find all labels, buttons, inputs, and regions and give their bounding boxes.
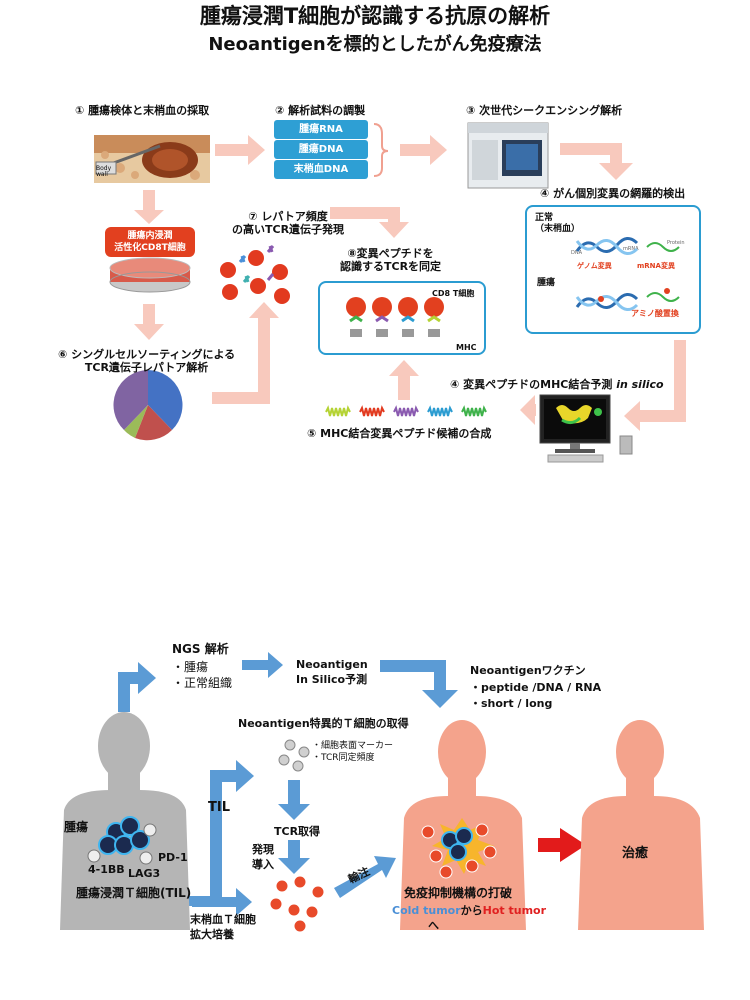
tumor-label-bottom: 腫瘍: [64, 820, 89, 834]
blue-flow-arrows: [118, 652, 458, 916]
step5-label: ⑤ MHC結合変異ペプチド候補の合成: [307, 427, 492, 440]
ngs-item-tumor: ・腫瘍: [172, 660, 209, 674]
tcr-get-label: TCR取得: [274, 825, 321, 838]
tcr-cells-image: [220, 245, 290, 304]
tumor-cluster-hot: [421, 818, 497, 879]
pd1-label: PD-1: [158, 851, 188, 864]
mrna-mutation-label: mRNA変異: [637, 262, 675, 270]
tcr-repertoire-pie: [113, 370, 183, 441]
computer-image: [539, 394, 633, 463]
dna-helix-graphics: [575, 237, 680, 311]
step8-label: ⑧変異ペプチドを認識するTCRを同定: [340, 247, 442, 273]
bottom-title: Neoantigenを標的としたがん免疫療法: [208, 34, 542, 55]
patient-body-cured: [578, 720, 704, 930]
mrna-small-label: mRNA: [623, 246, 639, 252]
step4b-label: ④ 変異ペプチドのMHC結合予測 in silico: [450, 378, 664, 391]
red-tcells: [269, 875, 325, 933]
expression-label: 発現導入: [252, 843, 274, 871]
til-label: TIL: [208, 800, 230, 815]
acquisition-item-1: ・細胞表面マーカー: [312, 741, 394, 751]
tcr-mhc-box: CD8 T細胞 MHC: [318, 281, 486, 355]
step7-label: ⑦ レパトア頻度の高いTCR遺伝子発現: [232, 210, 345, 236]
cd8-tcell-label: CD8 T細胞: [432, 289, 475, 298]
acquisition-title: Neoantigen特異的Ｔ細胞の取得: [238, 717, 409, 730]
b41bb-label: 4-1BB: [88, 863, 125, 876]
tumor-label: 腫瘍: [537, 278, 556, 288]
cold-hot-label: Cold tumorからHot tumor: [392, 904, 547, 917]
peptide-row: [325, 405, 487, 417]
til-full-label: 腫瘍浸潤Ｔ細胞(TIL): [76, 886, 192, 900]
acquisition-item-2: ・TCR同定頻度: [312, 753, 375, 763]
sample-tumor-rna: 腫瘍RNA: [274, 120, 368, 139]
sample-tumor-dna: 腫瘍DNA: [274, 140, 368, 159]
vaccine-title: Neoantigenワクチン: [470, 664, 586, 677]
cure-label: 治癒: [622, 846, 649, 861]
step4a-label: ④ がん個別変異の網羅的検出: [540, 187, 686, 200]
tcr-mhc-graphics: [346, 297, 444, 337]
protein-small-label: Protein: [667, 240, 685, 246]
ngs-item-normal: ・正常組織: [172, 676, 233, 690]
step2-label: ② 解析試料の調製: [275, 104, 366, 117]
ngs-title: NGS 解析: [172, 642, 229, 656]
cd8-infiltrating-box: 腫瘍内浸潤活性化CD8T細胞: [105, 227, 195, 257]
petri-dish-image: [109, 257, 191, 293]
top-title: 腫瘍浸潤T細胞が認識する抗原の解析: [199, 4, 551, 28]
biopsy-image: [94, 135, 210, 183]
genome-mutation-label: ゲノム変異: [577, 262, 612, 270]
step3-label: ③ 次世代シークエンシング解析: [466, 104, 623, 117]
amino-substitution-label: アミノ酸置換: [631, 309, 679, 318]
pink-flow-arrows: [134, 135, 686, 431]
lag3-label: LAG3: [128, 867, 161, 880]
normal-label: 正常（末梢血）: [535, 213, 581, 234]
sample-blood-dna: 末梢血DNA: [274, 160, 368, 179]
breakthrough-label: 免疫抑制機構の打破: [404, 886, 513, 900]
peripheral-label: 末梢血Ｔ細胞拡大培養: [190, 913, 256, 941]
gray-tcells: [278, 739, 310, 772]
he-label: へ: [428, 919, 439, 932]
cure-arrow: [538, 828, 586, 862]
mhc-label: MHC: [456, 343, 477, 352]
mutation-detection-box: 正常（末梢血） 腫瘍 ゲノム変異 mRNA変異 アミノ酸置換 DNA mRNA …: [525, 205, 701, 334]
step1-label: ① 腫瘍検体と末梢血の採取: [75, 104, 210, 117]
sequencer-image: [467, 122, 549, 189]
tumor-cluster-left: [87, 816, 157, 865]
vaccine-item-1: ・peptide /DNA / RNA: [470, 681, 602, 694]
vaccine-item-2: ・short / long: [470, 697, 553, 710]
patient-body-gray: [60, 712, 190, 930]
dna-small-label: DNA: [571, 250, 583, 256]
